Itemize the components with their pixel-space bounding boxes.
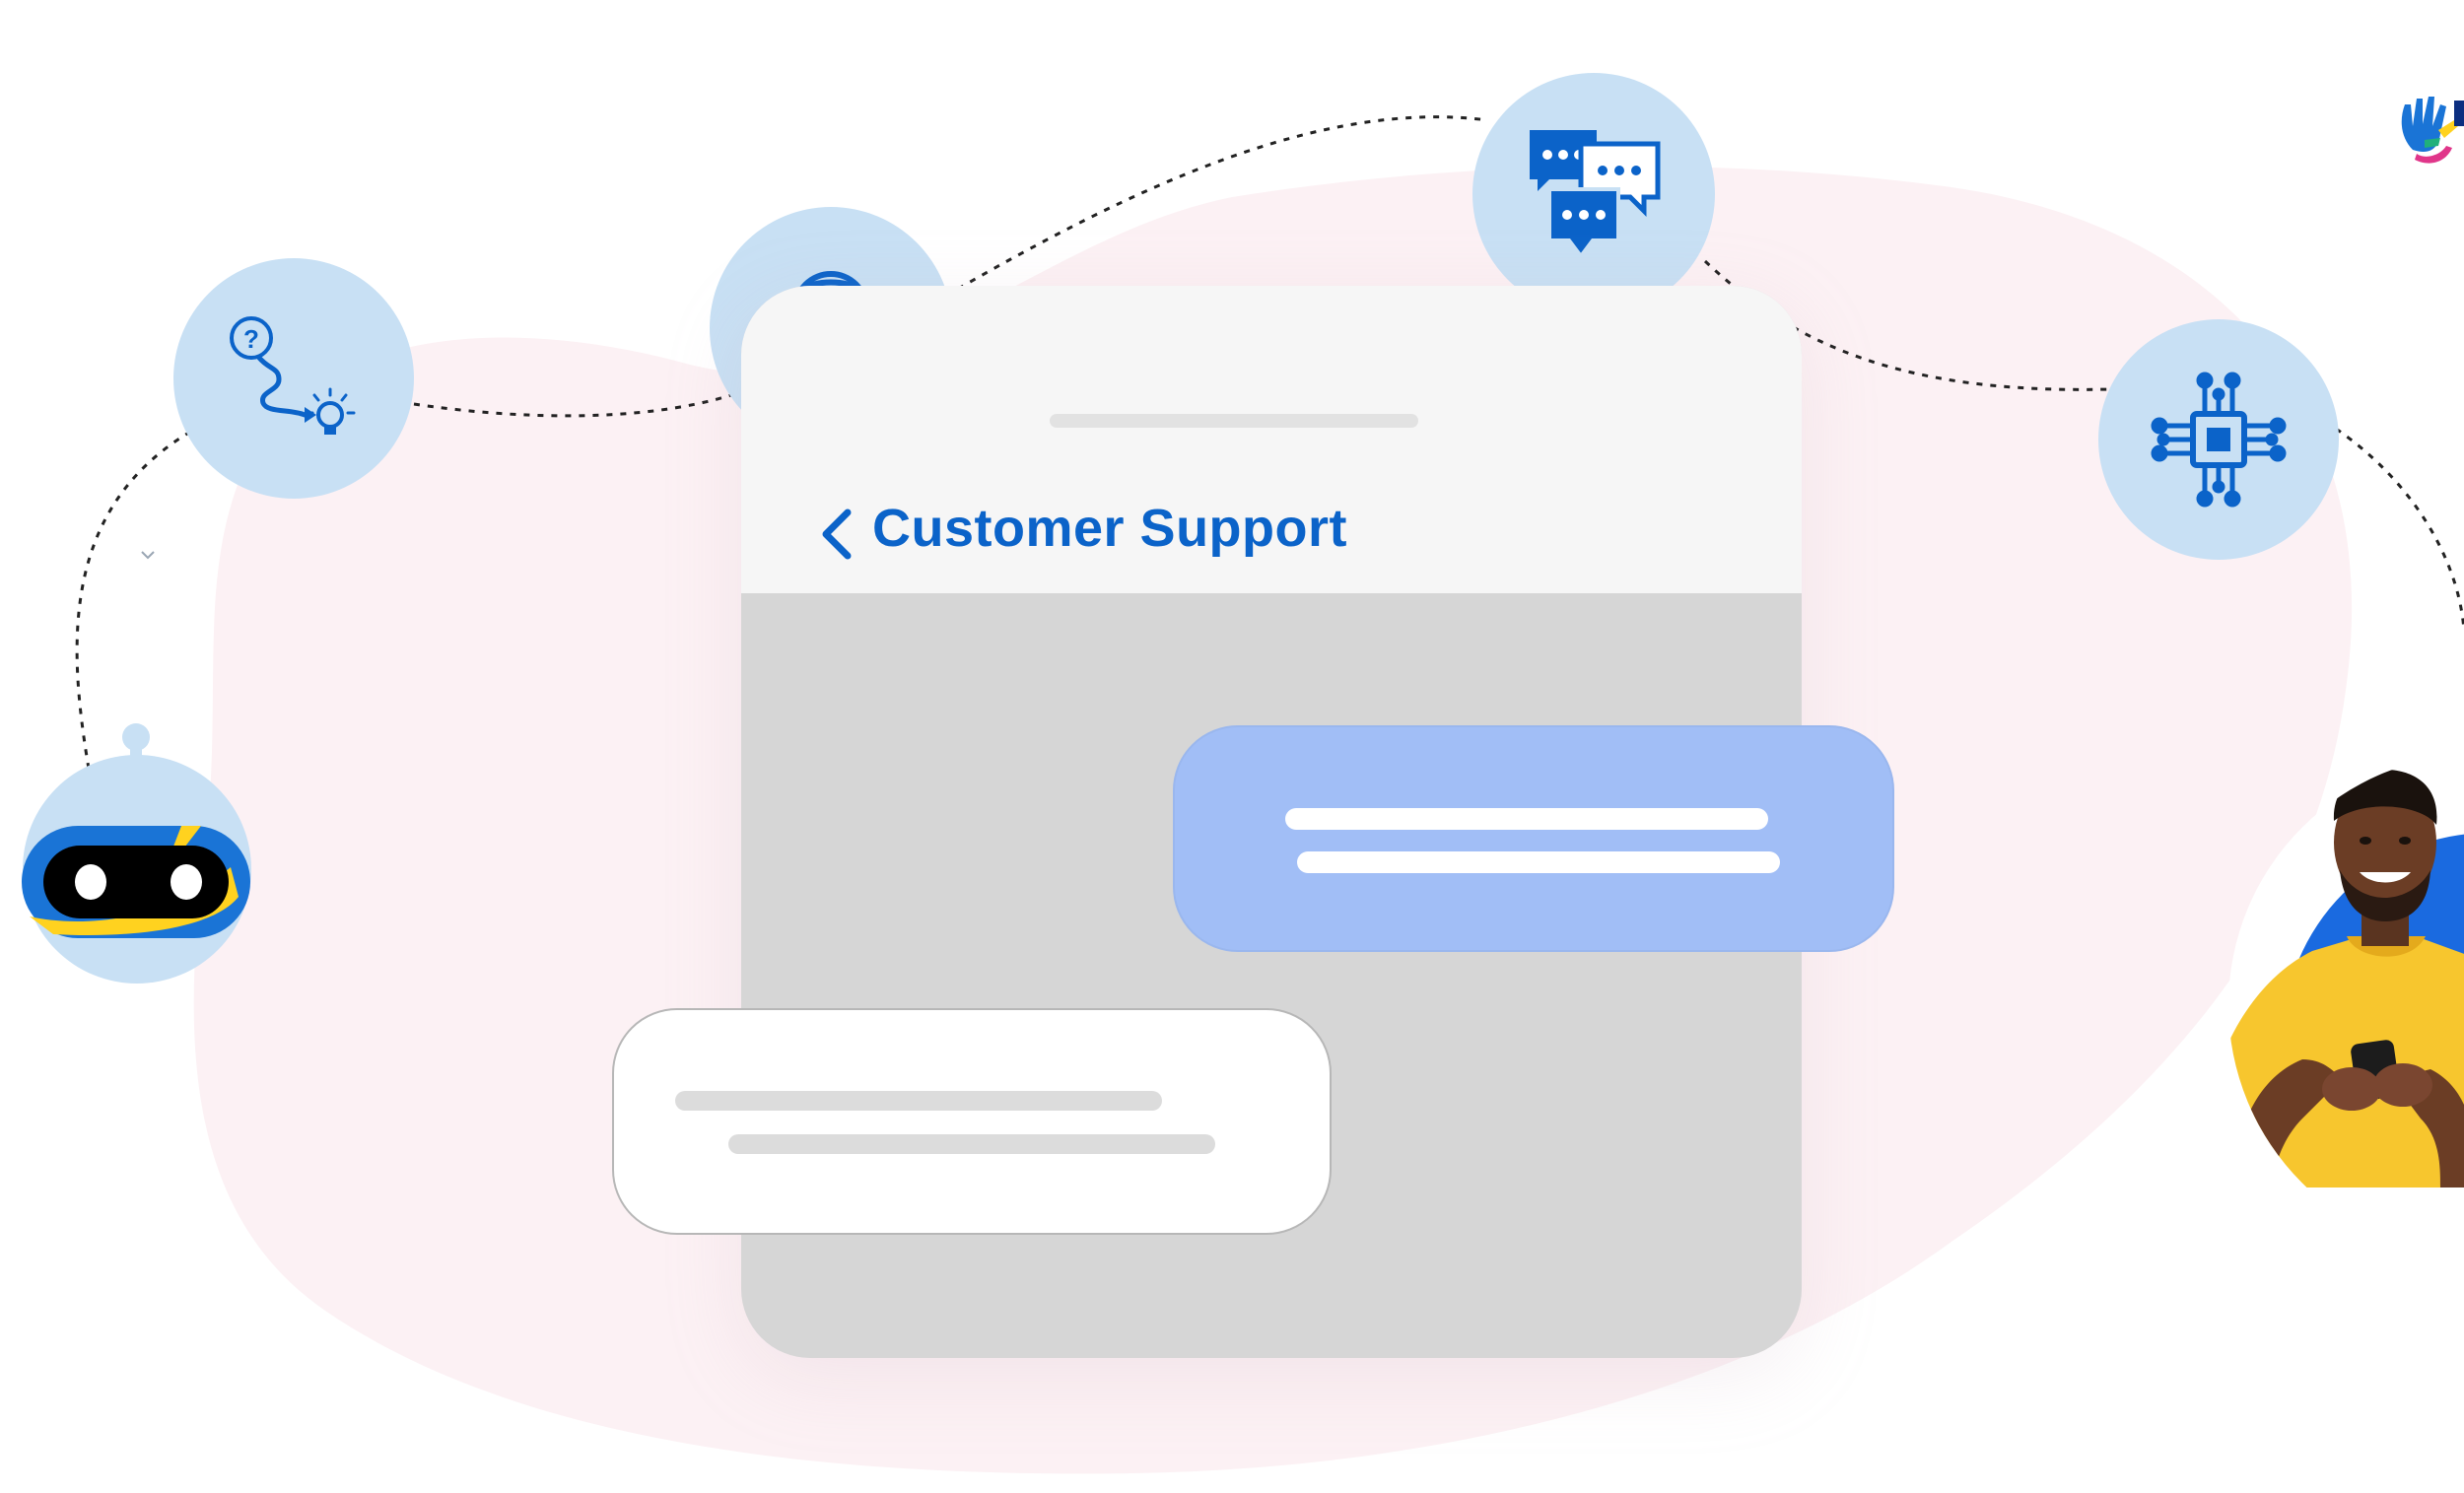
message-placeholder-line <box>1285 808 1768 830</box>
question-path-icon-circle: ? <box>173 258 414 499</box>
ai-chip-icon <box>2151 372 2287 508</box>
message-placeholder-line <box>1297 851 1780 873</box>
message-placeholder-line <box>675 1091 1162 1111</box>
back-button[interactable] <box>814 505 857 564</box>
chevron-down-icon <box>141 551 155 560</box>
message-placeholder-line <box>728 1134 1215 1154</box>
brand-logo-icon <box>2401 97 2464 164</box>
chat-bubbles-icon <box>1530 130 1661 260</box>
outgoing-message-bubble <box>612 1008 1332 1235</box>
customer-avatar <box>2228 764 2464 1188</box>
svg-text:?: ? <box>243 324 259 354</box>
chip-icon-circle <box>2098 319 2339 560</box>
incoming-message-bubble <box>1173 725 1894 952</box>
chat-icon-circle <box>1472 73 1715 315</box>
phone-notch <box>1050 414 1418 428</box>
question-path-icon: ? <box>230 316 356 435</box>
page-title: Customer Support <box>872 499 1348 558</box>
chatbot-icon <box>22 723 251 984</box>
chat-header: Customer Support <box>741 286 1802 593</box>
